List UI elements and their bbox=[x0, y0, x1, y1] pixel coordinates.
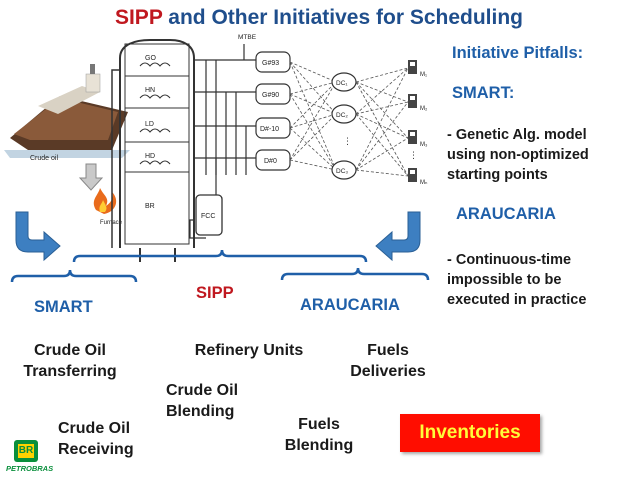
stage-line: Blending bbox=[166, 403, 235, 420]
araucaria-pitfall-heading: ARAUCARIA bbox=[456, 205, 556, 223]
stage-line: Crude Oil bbox=[33, 342, 106, 359]
mtbe-label: MTBE bbox=[238, 34, 257, 41]
dc-market-links bbox=[355, 67, 409, 177]
logo-wordmark: PETROBRAS bbox=[6, 464, 54, 473]
tower-label-hn: HN bbox=[145, 87, 155, 94]
market-label-3: M₃ bbox=[420, 142, 428, 148]
title-rest: and Other Initiatives for Scheduling bbox=[162, 6, 524, 29]
araucaria-pitfall-line: executed in practice bbox=[447, 292, 587, 308]
svg-text:⋮: ⋮ bbox=[343, 136, 352, 146]
dc-label-2: DC₂ bbox=[336, 112, 348, 119]
tank-label-d10: D#-10 bbox=[260, 126, 279, 133]
tower-label-hd: HD bbox=[145, 153, 155, 160]
araucaria-pitfall-line: impossible to be bbox=[447, 272, 562, 288]
araucaria-label: ARAUCARIA bbox=[300, 296, 400, 314]
fuels-blending: Fuels Blending bbox=[280, 414, 358, 456]
dc-label-1: DC₁ bbox=[336, 80, 348, 87]
fcc-label: FCC bbox=[201, 213, 215, 220]
smart-pitfall-line: using non-optimized bbox=[447, 147, 589, 163]
tank-label-d0: D#0 bbox=[264, 158, 277, 165]
furnace-icon bbox=[93, 188, 117, 214]
stage-line: Transferring bbox=[23, 363, 117, 380]
smart-label: SMART bbox=[34, 298, 93, 316]
smart-bracket bbox=[10, 269, 138, 283]
smart-pitfall-text: - Genetic Alg. model using non-optimized… bbox=[447, 125, 589, 185]
araucaria-bracket bbox=[280, 267, 430, 281]
tank-dc-links bbox=[289, 61, 337, 171]
right-curved-arrow-icon bbox=[375, 211, 421, 262]
stage-line: Deliveries bbox=[350, 363, 426, 380]
stage-line: Blending bbox=[284, 437, 354, 454]
refinery-units: Refinery Units bbox=[194, 342, 304, 359]
stage-line: Receiving bbox=[58, 441, 134, 458]
left-curved-arrow-icon bbox=[15, 211, 61, 262]
inventories-button[interactable]: Inventories bbox=[400, 414, 540, 452]
fcc-unit bbox=[195, 194, 223, 236]
stage-line: Fuels bbox=[298, 416, 340, 433]
dc-nodes: ⋮ bbox=[331, 72, 357, 180]
smart-pitfall-line: starting points bbox=[447, 167, 548, 183]
title-highlight: SIPP bbox=[114, 6, 163, 29]
araucaria-pitfall-line: - Continuous-time bbox=[447, 252, 572, 268]
tower-label-br: BR bbox=[145, 203, 155, 210]
fuel-pump-icons: ⋮ bbox=[408, 60, 418, 182]
market-label-2: M₂ bbox=[420, 106, 428, 112]
logo-mark: BR bbox=[18, 444, 34, 458]
crude-oil-label: Crude oil bbox=[30, 155, 58, 162]
market-label-n: Mₙ bbox=[420, 180, 428, 186]
pitfalls-heading: Initiative Pitfalls: bbox=[452, 44, 584, 62]
dc-label-3: DC₃ bbox=[336, 168, 348, 175]
tank-label-g93: G#93 bbox=[262, 60, 279, 67]
stage-line: Crude Oil bbox=[166, 382, 239, 399]
smart-pitfall-line: - Genetic Alg. model bbox=[447, 127, 587, 143]
petrobras-logo: BR PETROBRAS bbox=[6, 440, 54, 476]
down-arrow-icon bbox=[78, 163, 104, 191]
sipp-label: SIPP bbox=[196, 284, 234, 302]
crude-oil-blending: Crude Oil Blending bbox=[166, 380, 260, 422]
fuels-deliveries: Fuels Deliveries bbox=[340, 340, 436, 382]
stage-line: Crude Oil bbox=[58, 420, 131, 437]
distillation-tower bbox=[111, 39, 195, 262]
slide-title: SIPP and Other Initiatives for Schedulin… bbox=[0, 6, 638, 30]
tanker-ship-icon bbox=[4, 64, 130, 158]
tank-label-g90: G#90 bbox=[262, 92, 279, 99]
sipp-bracket bbox=[72, 249, 368, 263]
tower-label-go: GO bbox=[145, 55, 156, 62]
tower-label-ld: LD bbox=[145, 121, 154, 128]
araucaria-pitfall-text: - Continuous-time impossible to be execu… bbox=[447, 250, 586, 310]
product-tanks bbox=[255, 51, 291, 171]
pipe-network bbox=[189, 44, 256, 239]
stage-line: Fuels bbox=[367, 342, 409, 359]
svg-text:⋮: ⋮ bbox=[409, 150, 418, 160]
crude-oil-transferring: Crude Oil Transferring bbox=[14, 340, 126, 382]
smart-pitfall-heading: SMART: bbox=[452, 84, 515, 102]
crude-oil-receiving: Crude Oil Receiving bbox=[58, 418, 152, 460]
market-label-1: M₁ bbox=[420, 72, 427, 78]
